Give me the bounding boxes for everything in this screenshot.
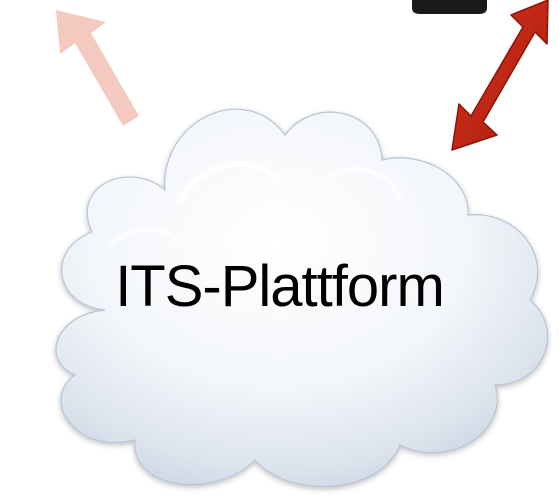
arrow-up-left-icon <box>56 10 139 126</box>
double-headed-arrow-icon <box>451 0 549 151</box>
device-edge-icon <box>412 0 487 14</box>
cloud-icon <box>55 108 549 488</box>
cloud-label: ITS-Plattform <box>115 254 445 319</box>
